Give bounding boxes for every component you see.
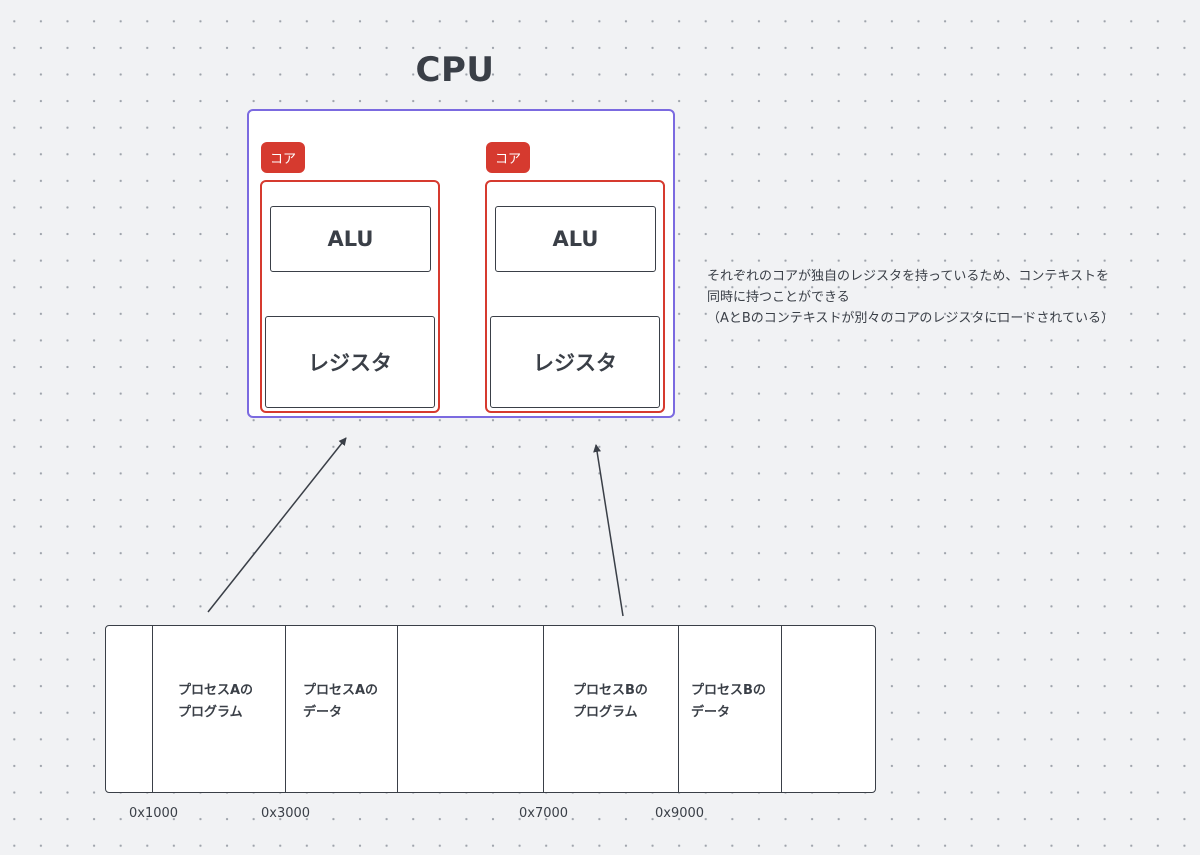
core-badge-2: コア: [486, 142, 530, 173]
memory-divider: [678, 625, 679, 793]
memory-divider: [152, 625, 153, 793]
segment-label-line: プログラム: [573, 705, 638, 720]
address-label: 0x1000: [129, 806, 179, 821]
core-2-register: レジスタ: [490, 316, 660, 408]
address-label: 0x3000: [261, 806, 311, 821]
process-a-to-core1-arrow: [207, 437, 347, 613]
segment-label-line: データ: [303, 705, 343, 720]
memory-divider: [781, 625, 782, 793]
explanation-note: それぞれのコアが独自のレジスタを持っているため、コンテキストを 同時に持つことが…: [707, 266, 1177, 329]
core-1-alu: ALU: [270, 206, 431, 272]
process-a-data-segment: プロセスAの データ: [303, 680, 378, 724]
core-2-alu: ALU: [495, 206, 656, 272]
note-line-1: それぞれのコアが独自のレジスタを持っているため、コンテキストを: [707, 269, 1109, 284]
core-1-register: レジスタ: [265, 316, 435, 408]
process-a-program-segment: プロセスAの プログラム: [178, 680, 253, 724]
address-label: 0x9000: [655, 806, 705, 821]
address-label: 0x7000: [519, 806, 569, 821]
process-b-data-segment: プロセスBの データ: [691, 680, 766, 724]
note-line-3: （AとBのコンテキストが別々のコアのレジスタにロードされている）: [707, 311, 1115, 326]
memory-block: [105, 625, 876, 793]
segment-label-line: データ: [691, 705, 731, 720]
memory-divider: [397, 625, 398, 793]
memory-divider: [285, 625, 286, 793]
segment-label-line: プロセスAの: [303, 683, 379, 698]
segment-label-line: プロセスAの: [178, 683, 254, 698]
segment-label-line: プログラム: [178, 705, 243, 720]
memory-divider: [543, 625, 544, 793]
process-b-to-core2-arrow: [593, 444, 624, 617]
core-badge-1: コア: [261, 142, 305, 173]
segment-label-line: プロセスBの: [691, 683, 766, 698]
cpu-title: CPU: [415, 50, 495, 90]
process-b-program-segment: プロセスBの プログラム: [573, 680, 648, 724]
note-line-2: 同時に持つことができる: [707, 290, 850, 305]
segment-label-line: プロセスBの: [573, 683, 648, 698]
